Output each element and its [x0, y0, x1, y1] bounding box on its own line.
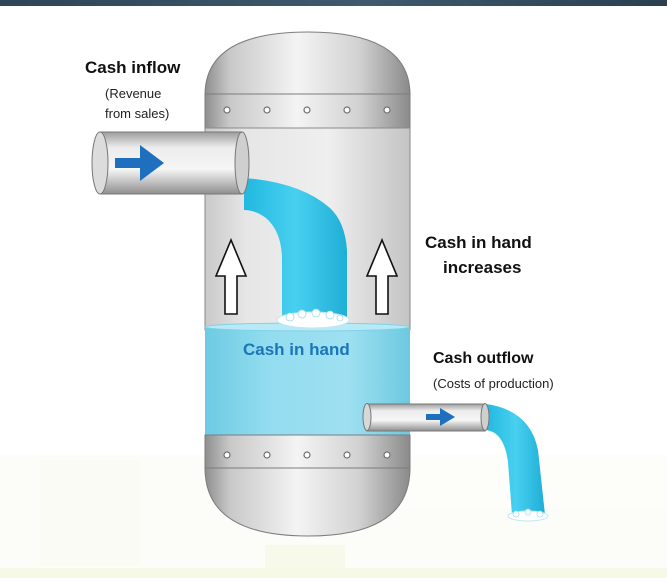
outflow-pipe-end-left [362, 403, 372, 431]
cash-inflow-title: Cash inflow [85, 58, 181, 77]
cash-inflow-subtitle-line1: (Revenue [105, 86, 162, 101]
cash-outflow-subtitle: (Costs of production) [433, 376, 554, 391]
inflow-arrow-icon [115, 145, 164, 181]
top-border-bar [0, 0, 667, 6]
tank-bottom-dome [204, 467, 411, 537]
outflow-arrow-icon [426, 408, 455, 426]
lower-rivets [223, 451, 391, 459]
outflow-pipe-end-right [480, 403, 490, 431]
upper-rivets [223, 106, 391, 114]
cash-outflow-title: Cash outflow [433, 350, 534, 367]
inflow-pipe-end-left [91, 131, 109, 195]
cash-in-hand-label: Cash in hand [243, 340, 350, 359]
up-arrow-icon-right [365, 237, 399, 315]
cash-increase-label-line1: Cash in hand [425, 233, 532, 252]
inflow-pipe-end-right [234, 131, 250, 195]
cash-inflow-subtitle-line2: from sales) [105, 106, 170, 121]
up-arrow-icon-left [214, 237, 248, 315]
outflow-stream [486, 404, 545, 515]
inflow-stream [244, 178, 347, 318]
cash-increase-label-line2: increases [443, 258, 522, 277]
